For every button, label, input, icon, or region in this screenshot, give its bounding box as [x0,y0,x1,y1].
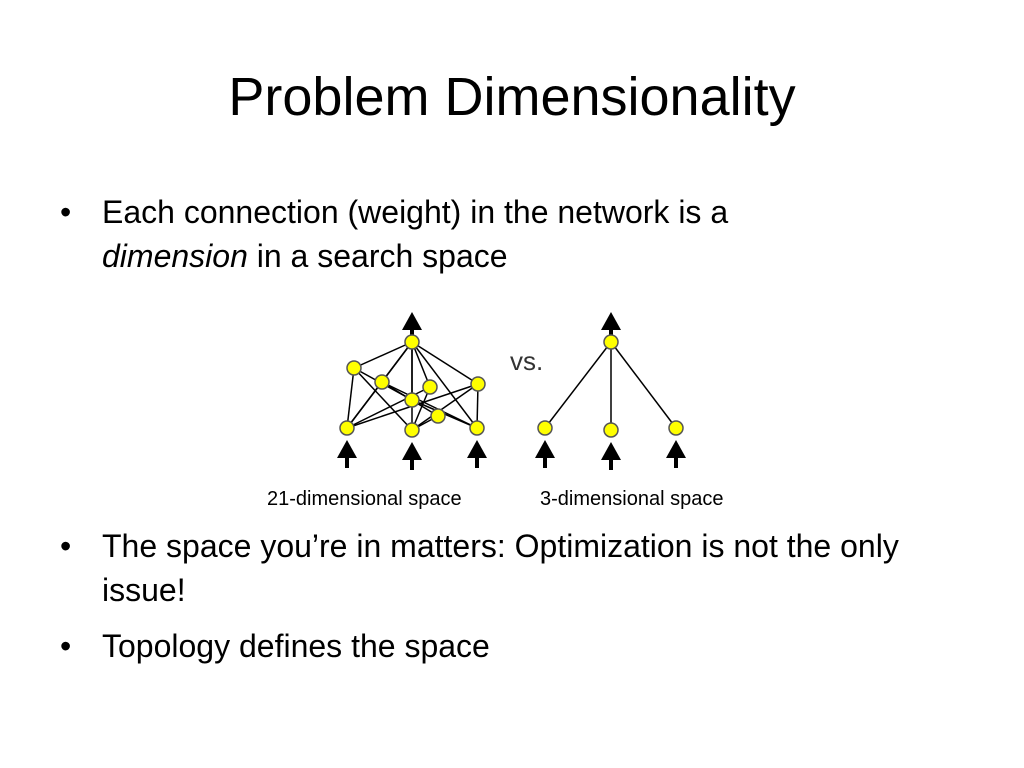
input-arrow-icon [337,440,357,458]
network-node [346,360,362,376]
network-node [668,420,684,436]
output-arrow-icon [601,312,621,330]
bullet-1-rest: in a search space [247,238,508,274]
input-arrow-stem [410,458,414,470]
edge [346,367,355,429]
network-node [422,379,438,395]
bullet-item-1: Each connection (weight) in the network … [58,190,988,278]
bullet-item-2: The space you’re in matters: Optimizatio… [58,524,988,612]
input-arrow-stem [609,458,613,470]
edge [610,341,677,429]
input-arrow-stem [475,456,479,468]
edge [411,341,478,429]
input-arrow-icon [666,440,686,458]
edge [411,341,479,385]
network-node [470,376,486,392]
network-node [430,408,446,424]
input-arrow-stem [543,456,547,468]
network-node [404,392,420,408]
slide-title: Problem Dimensionality [228,67,796,127]
left-network-edges [346,341,479,431]
vs-label: vs. [510,346,543,376]
network-node [339,420,355,436]
input-arrow-icon [402,442,422,460]
input-arrow-stem [345,456,349,468]
bullet-list-top: Each connection (weight) in the network … [58,190,988,290]
edge [411,386,431,431]
network-node [603,422,619,438]
network-diagram: .edge { stroke: #000; stroke-width: 1.5;… [337,312,686,470]
left-network-nodes [339,334,486,438]
output-arrow-icon [402,312,422,330]
edge [353,367,413,431]
network-node [374,374,390,390]
left-network-arrows [337,312,487,470]
bullet-1-emphasis: dimension [102,238,248,274]
network-node [603,334,619,350]
network-node [404,422,420,438]
network-node [537,420,553,436]
input-arrow-stem [674,456,678,468]
bullet-list-bottom: The space you’re in matters: Optimizatio… [58,524,988,680]
right-network [535,312,686,470]
caption-right: 3-dimensional space [540,488,724,510]
input-arrow-icon [601,442,621,460]
network-node [404,334,420,350]
edge [353,341,413,369]
edge [411,383,479,431]
edge [346,386,431,429]
caption-left: 21-dimensional space [267,488,462,510]
network-node [469,420,485,436]
edge [346,381,383,429]
input-arrow-icon [467,440,487,458]
bullet-1-text: Each connection (weight) in the network … [102,194,729,230]
input-arrow-icon [535,440,555,458]
edge [544,341,612,429]
edge [381,381,478,429]
edge [411,341,431,388]
bullet-item-3: Topology defines the space [58,624,988,668]
